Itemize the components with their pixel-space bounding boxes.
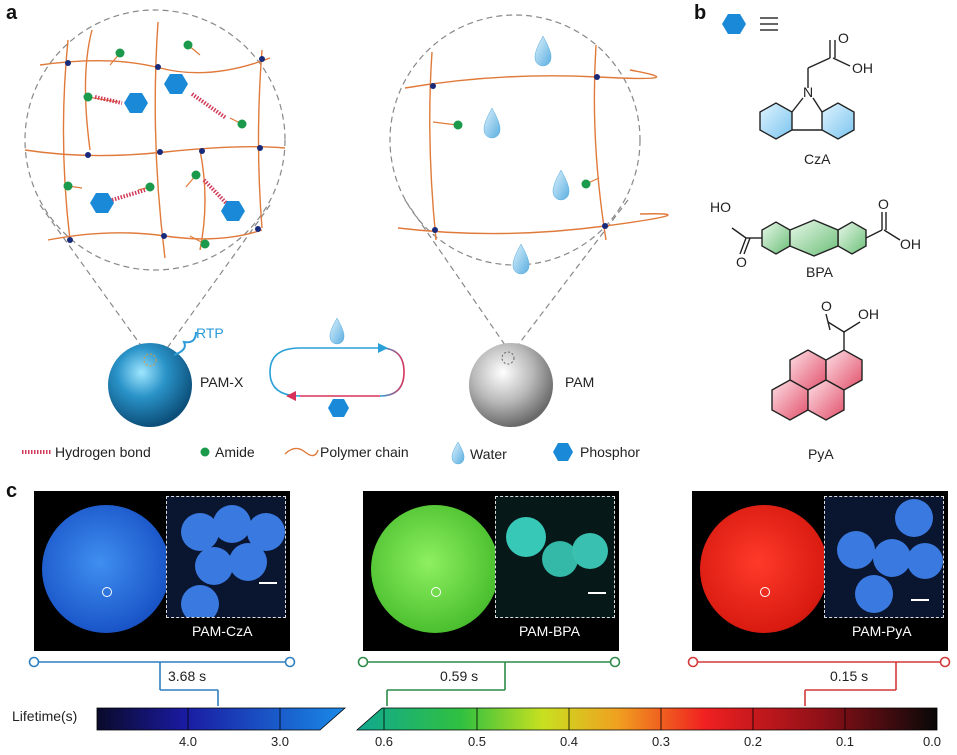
legend-amide: Amide [215,444,255,460]
phosphor-hexagon-icon [722,14,746,34]
pya-structure [771,313,863,421]
pya-oh-atom: OH [858,306,879,322]
tick-label: 0.1 [835,734,855,749]
tick-label: 4.0 [178,734,198,749]
photo-pam-cza: PAM-CzA [34,491,290,651]
pam-x-magnified-view [24,9,286,359]
water-icon [451,441,465,465]
legend-hydrogen-bond: Hydrogen bond [55,444,151,460]
cza-name: CzA [804,151,831,167]
tick-label: 0.6 [374,734,394,749]
lifetime-connectors [28,656,951,706]
pya-name: PyA [808,446,834,462]
sample-label-cza: PAM-CzA [192,623,253,639]
lifetime-colorbar [96,707,938,731]
panel-letter-c: c [6,480,18,502]
tick-label: 0.2 [743,734,763,749]
molecule-structures [722,14,901,421]
pam-magnified-view [389,14,669,346]
cza-structure [759,40,855,140]
cza-oh-atom: OH [852,60,873,76]
bpa-structure [731,212,901,257]
magnified-inset [495,496,615,618]
network-schematic [22,9,669,465]
sample-bead [700,505,828,633]
tick-label: 0.0 [922,734,942,749]
phosphor-icon [553,443,573,461]
legend-polymer-chain: Polymer chain [320,444,409,460]
legend-water: Water [470,446,507,462]
cza-n-atom: N [803,84,814,100]
rtp-label: RTP [196,325,224,341]
cza-o-atom: O [838,30,849,46]
lifetime-pya: 0.15 s [830,668,869,684]
sample-label-bpa: PAM-BPA [519,623,580,639]
bpa-name: BPA [806,264,833,280]
polymer-chain-icon [284,447,319,457]
photo-pam-pya: PAM-PyA [692,491,948,651]
bpa-oh-atom: OH [900,236,921,252]
pam-particle [469,343,553,427]
pam-x-label: PAM-X [200,374,244,390]
photo-pam-bpa: PAM-BPA [363,491,619,651]
colorbar-title: Lifetime(s) [12,708,78,724]
tick-label: 0.5 [467,734,487,749]
pam-label: PAM [565,374,595,390]
bpa-o-right-atom: O [878,196,889,212]
legend-phosphor: Phosphor [580,444,640,460]
sample-bead [42,505,170,633]
panel-letter-b: b [694,2,707,24]
panel-letter-a: a [6,2,18,24]
water-drop-icon [329,317,345,345]
tick-label: 0.3 [651,734,671,749]
bpa-o-left-atom: O [736,254,747,270]
pam-x-particle [108,343,192,427]
sample-label-pya: PAM-PyA [852,623,912,639]
conversion-cycle [269,347,405,397]
lifetime-bpa: 0.59 s [440,668,479,684]
magnified-inset [166,496,286,618]
lifetime-cza: 3.68 s [168,668,207,684]
sample-bead [371,505,499,633]
tick-label: 3.0 [270,734,290,749]
amide-icon [200,447,210,457]
bpa-ho-atom: HO [710,199,731,215]
pya-o-atom: O [821,298,832,314]
phosphor-hexagon-icon [328,399,349,417]
tick-label: 0.4 [559,734,579,749]
magnified-inset [824,496,944,618]
